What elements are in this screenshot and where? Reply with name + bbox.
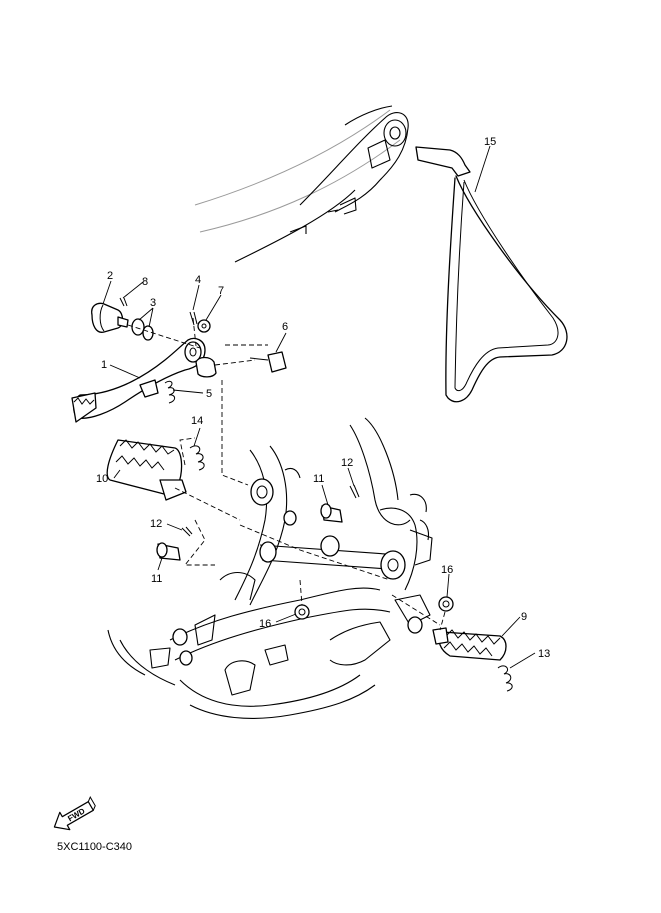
rear-frame-swingarm — [194, 105, 409, 263]
footrest-spring — [189, 445, 205, 471]
callout-8: 8 — [142, 276, 148, 288]
callout-7: 7 — [218, 285, 224, 297]
diagram-code: 5XC1100-C340 — [57, 841, 132, 853]
callout-2: 2 — [107, 270, 113, 282]
washer-16-left — [294, 604, 310, 620]
callout-6: 6 — [282, 321, 288, 333]
adjuster-bolt — [267, 351, 287, 373]
footrest-left — [106, 439, 205, 501]
callout-16-right: 16 — [441, 564, 453, 576]
callout-14: 14 — [191, 415, 203, 427]
washer — [131, 318, 145, 336]
callout-15: 15 — [484, 136, 496, 148]
callout-16-left: 16 — [259, 618, 271, 630]
callout-11-lower: 11 — [151, 573, 162, 585]
callout-11-upper: 11 — [313, 473, 324, 485]
footrest-right — [432, 627, 513, 692]
callout-4: 4 — [195, 274, 201, 286]
brake-pedal-assembly — [71, 297, 287, 423]
pin-12-lower — [181, 526, 193, 537]
callout-10: 10 — [96, 473, 108, 485]
callout-9: 9 — [521, 611, 527, 623]
main-frame — [107, 417, 433, 719]
callout-13: 13 — [538, 648, 550, 660]
callout-3: 3 — [150, 297, 156, 309]
washer-16-right — [438, 596, 454, 612]
washer-small — [197, 319, 211, 333]
leader-lines — [102, 145, 536, 669]
footrest-spring-right — [497, 665, 513, 692]
callout-5: 5 — [206, 388, 212, 400]
assembly-lines — [127, 317, 446, 631]
cotter-pin — [119, 297, 128, 307]
callout-12-upper: 12 — [341, 457, 353, 469]
pin-12-upper — [349, 484, 360, 499]
callout-1: 1 — [101, 359, 107, 371]
callout-12-lower: 12 — [150, 518, 162, 530]
return-spring — [164, 380, 176, 404]
side-stand — [415, 146, 568, 403]
callouts: 1 2 3 4 5 6 7 8 9 10 11 11 12 12 13 14 1… — [96, 136, 550, 660]
fwd-arrow-icon: FWD — [53, 795, 96, 831]
fasteners — [156, 484, 454, 620]
